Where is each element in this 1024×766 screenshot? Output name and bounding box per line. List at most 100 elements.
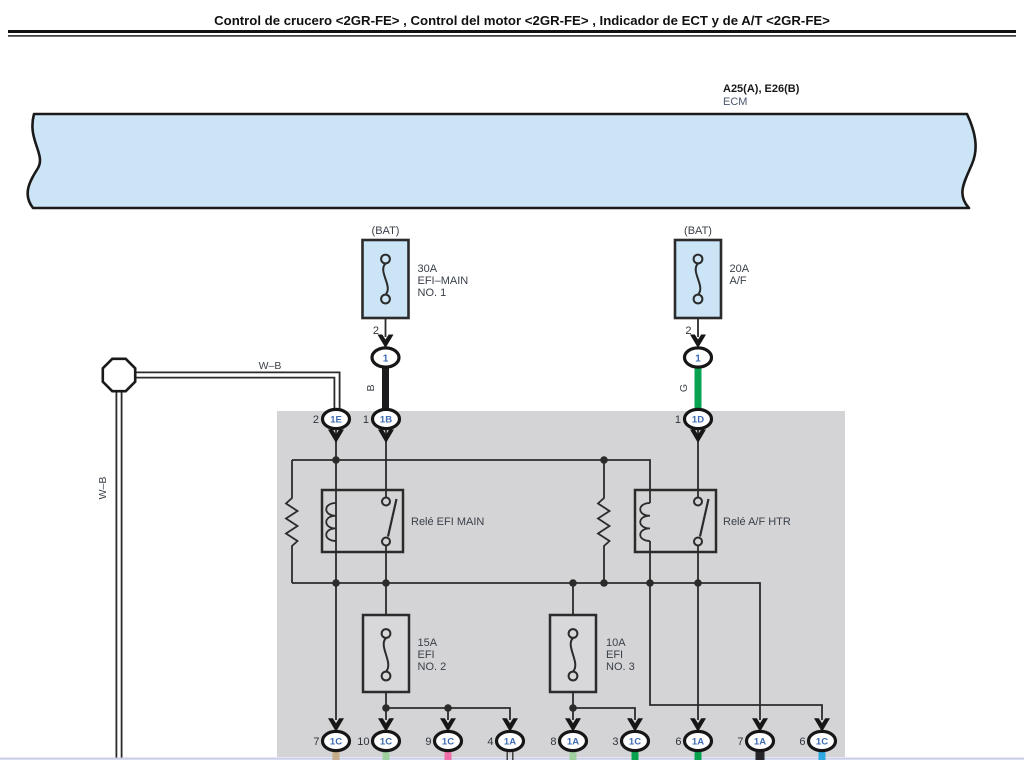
ground-wiring: W–B W–B [97, 357, 341, 758]
connector-oval [494, 729, 526, 753]
relay-body [320, 488, 405, 554]
connector-1e [320, 407, 352, 431]
fuse-element-icon [382, 262, 389, 296]
connector-pin: 1 [675, 414, 681, 426]
connector-oval [619, 729, 651, 753]
wire-stub [382, 749, 390, 760]
relay-body [633, 488, 718, 554]
fuse-terminal-bottom [567, 670, 579, 682]
connector-code: 1A [567, 737, 579, 748]
fuse-rating: 10A [606, 637, 626, 649]
wire-stub [332, 749, 340, 760]
connector-oval [370, 729, 402, 753]
fuse-element-icon [569, 637, 577, 673]
wire-stub [569, 749, 577, 760]
wire-stub [444, 749, 452, 760]
fuse-terminal-top [380, 253, 391, 265]
relay-coil-icon [639, 502, 651, 542]
junction-dot [600, 579, 608, 587]
relay-contact-bottom [693, 536, 703, 547]
fuse-name-line1: EFI–MAIN [418, 275, 469, 287]
relay-name: Relé EFI MAIN [411, 516, 484, 528]
junction-dot [332, 579, 340, 587]
connector-pin: 7 [313, 736, 319, 748]
junction-dot [694, 579, 702, 587]
relay-blade-icon [698, 498, 710, 537]
fuse-rating: 20A [730, 263, 750, 275]
title-rule-thin [8, 35, 1016, 37]
page-bottom-rule [0, 757, 1024, 760]
wb-wire-core [132, 373, 339, 409]
terminal-oval [370, 346, 401, 369]
connector-pin: 3 [612, 736, 618, 748]
panel-bottom-connectors: 1C 7 1C 10 1C 9 1A 4 1A 8 1C 3 1A 6 1A 7… [313, 718, 838, 760]
terminal-number: 1 [383, 354, 389, 365]
resistor-af-icon [596, 460, 612, 583]
connector-pin: 1 [363, 414, 369, 426]
relay-contact-top [693, 496, 703, 507]
connector-code: 1B [380, 415, 392, 426]
fuse-terminal-bottom [692, 293, 704, 305]
fuse-rating: 15A [418, 637, 438, 649]
connector-1d [682, 407, 714, 431]
panel-wiring [284, 428, 823, 720]
relay-contact-bottom [381, 536, 391, 547]
connector-code: 1C [816, 737, 828, 748]
junction-dot [569, 579, 577, 587]
wire-stub [755, 749, 765, 760]
af-coil-route [649, 541, 823, 720]
wb-wire-outline [132, 371, 341, 409]
wire-color-label: B [365, 384, 377, 391]
branch-line-right [573, 707, 636, 720]
junction-dot [600, 456, 608, 464]
connector-code: 1C [629, 737, 641, 748]
connector-pin: 4 [487, 736, 493, 748]
fuse-terminal-bottom [380, 293, 391, 305]
connector-1b [370, 407, 402, 431]
connector-pin: 2 [313, 414, 319, 426]
wire-stub [631, 749, 639, 760]
fuse-name-line1: EFI [418, 649, 435, 661]
connector-oval [557, 729, 589, 753]
fuse-name-line2: NO. 3 [606, 661, 635, 673]
ecm-label: ECM [723, 96, 747, 108]
connector-pin: 8 [550, 736, 556, 748]
wire-color-label: G [678, 384, 690, 392]
relay-name: Relé A/F HTR [723, 516, 791, 528]
fuse-10a-efi-no3: 10A EFI NO. 3 [548, 613, 635, 694]
fuse-15a-efi-no2: 15A EFI NO. 2 [361, 613, 446, 694]
connector-oval [432, 729, 464, 753]
connector-code: 1C [330, 737, 342, 748]
junction-dot [646, 579, 654, 587]
fuse-element-icon [694, 262, 702, 296]
relay-af-htr: Relé A/F HTR [633, 488, 791, 554]
connector-pin: 9 [425, 736, 431, 748]
connector-pin: 10 [357, 736, 369, 748]
connector-code: 1C [380, 737, 392, 748]
fuse-element-icon [382, 637, 390, 673]
junction-dot [332, 456, 340, 464]
connector-oval [744, 729, 776, 753]
junction-dots [332, 456, 702, 712]
wb-wire-label-horizontal: W–B [259, 360, 282, 372]
fuse-terminal-bottom [380, 670, 392, 682]
junction-dot [569, 704, 577, 712]
terminal-number: 1 [695, 354, 701, 365]
title-rule-thick [8, 30, 1016, 33]
wire-stub [818, 749, 826, 760]
ecm-band [26, 112, 977, 210]
ground-point-octagon-icon [101, 357, 137, 393]
junction-dot [382, 579, 390, 587]
fuse-terminal-top [380, 628, 392, 639]
relay-blade-icon [386, 498, 398, 537]
fuse-name-line1: A/F [730, 275, 747, 287]
wb-wire-label-vertical: W–B [97, 477, 109, 500]
connector-pin: 7 [737, 736, 743, 748]
terminal-oval [682, 346, 714, 369]
relay-efi-main: Relé EFI MAIN [320, 488, 484, 554]
branch-line-left [386, 707, 511, 720]
fuse-name-line1: EFI [606, 649, 623, 661]
connector-oval [682, 729, 714, 753]
bus-line [292, 582, 761, 720]
